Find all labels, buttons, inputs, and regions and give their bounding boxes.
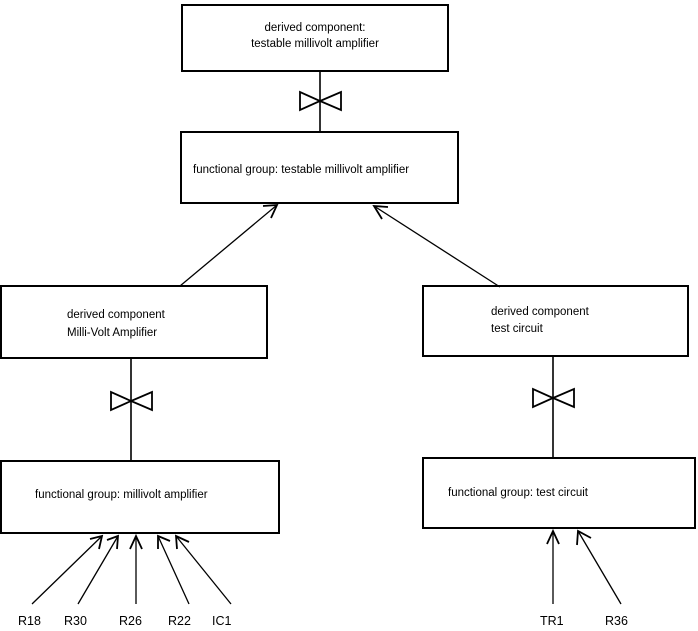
arrow-head-icon [576,529,592,546]
bowtie-left-triangle [110,390,134,412]
bowtie-left-triangle [532,387,556,409]
leaf-label-r22: R22 [168,614,191,628]
edge-line-segment [373,205,501,288]
edge-right-diagonal [372,204,501,288]
node-box-rect[interactable] [181,4,449,72]
edge-r36 [576,529,622,605]
leaf-label-r18: R18 [18,614,41,628]
leaf-label-r36: R36 [605,614,628,628]
arrow-head-icon [89,534,104,550]
edge-line-segment [157,535,190,605]
edge-r26 [129,533,143,604]
leaf-label-r26: R26 [119,614,142,628]
edge-left-vertical [110,358,153,461]
edge-left-diagonal [179,203,279,287]
bowtie-right-triangle [317,90,342,112]
node-label-line1: derived component [491,306,590,318]
node-label-line1: derived component: [264,22,365,34]
node-label-line2: testable millivolt amplifier [251,38,379,50]
arrow-head-icon [106,534,120,550]
arrow-head-icon [372,204,389,220]
node-label-line1: derived component [67,309,166,321]
leaf-label-ic1: IC1 [212,614,232,628]
bowtie-right-triangle [128,390,153,412]
bowtie-left-triangle [299,90,323,112]
edge-ic1 [174,534,232,605]
node-fg-millivolt-amplifier[interactable]: functional group: millivolt amplifier [0,460,280,534]
edge-line-segment [179,204,278,287]
node-label-line1: functional group: testable millivolt amp… [193,164,409,176]
node-box-rect[interactable] [422,285,689,357]
edge-tr1 [546,528,560,604]
node-label-line2: test circuit [491,323,544,335]
refinement-bowtie-icon [110,390,153,412]
node-derived-test-circuit[interactable]: derived component test circuit [422,285,689,357]
edge-line-segment [77,535,119,605]
node-box-rect[interactable] [180,131,459,204]
node-label-line2: Milli-Volt Amplifier [67,327,157,339]
node-box-rect[interactable] [0,285,268,359]
arrow-head-icon [157,534,171,549]
leaf-label-tr1: TR1 [540,614,564,628]
node-label-line1: functional group: test circuit [448,487,589,499]
edge-r18 [31,534,104,605]
arrow-head-icon [546,528,560,545]
arrow-head-icon [129,533,143,550]
node-box-rect[interactable] [0,460,280,534]
node-label-line1: functional group: millivolt amplifier [35,489,208,501]
node-box-rect[interactable] [422,457,696,529]
edge-r22 [157,534,190,605]
edge-r30 [77,534,120,605]
node-fg-testable-millivolt-amplifier[interactable]: functional group: testable millivolt amp… [180,131,459,204]
node-derived-testable-millivolt-amplifier[interactable]: derived component: testable millivolt am… [181,4,449,72]
edge-top-vertical [299,71,342,132]
refinement-bowtie-icon [532,387,575,409]
arrow-head-icon [262,203,279,219]
edge-line-segment [577,530,622,605]
edge-line-segment [31,535,103,605]
refinement-bowtie-icon [299,90,342,112]
node-derived-milli-volt-amplifier[interactable]: derived component Milli-Volt Amplifier [0,285,268,359]
arrow-head-icon [174,534,190,550]
bowtie-right-triangle [550,387,575,409]
edge-line-segment [175,535,232,605]
edge-right-vertical [532,356,575,458]
leaf-label-r30: R30 [64,614,87,628]
node-fg-test-circuit[interactable]: functional group: test circuit [422,457,696,529]
